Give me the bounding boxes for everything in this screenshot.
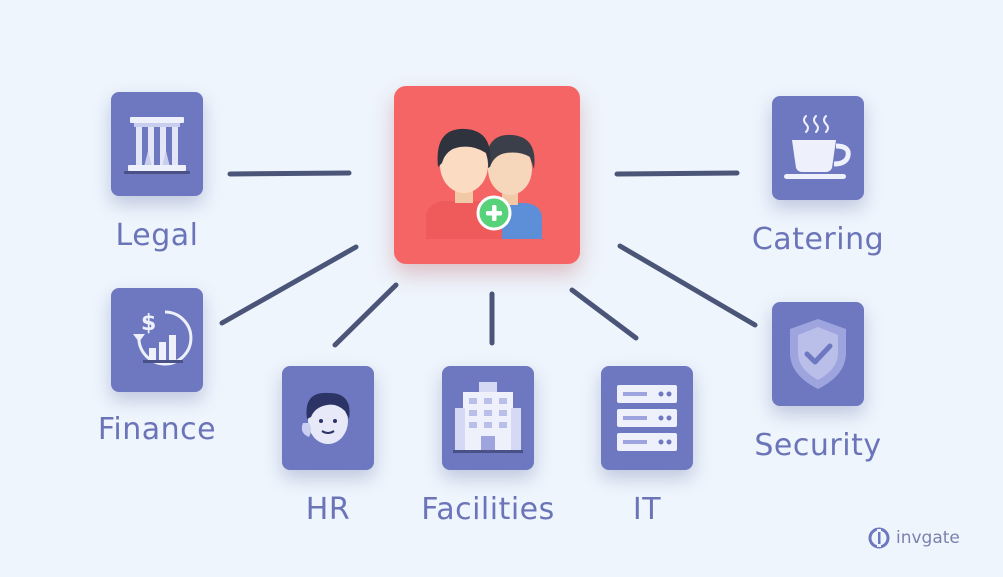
add-users-icon (426, 128, 542, 239)
courthouse-icon (124, 117, 190, 174)
invgate-logo-icon (868, 527, 890, 549)
invgate-logo: invgate (868, 527, 960, 549)
catering-label: Catering (751, 222, 885, 257)
connector-legal (227, 170, 352, 177)
finance-label: Finance (97, 412, 217, 447)
facilities-tile (442, 366, 534, 470)
dollar-growth-icon: $ (133, 310, 193, 366)
it-tile (601, 366, 693, 470)
catering-tile (772, 96, 864, 200)
connector-it (569, 287, 639, 341)
shield-check-icon (790, 319, 846, 389)
security-label: Security (754, 428, 882, 463)
facilities-label: Facilities (421, 492, 555, 527)
svg-text:$: $ (141, 311, 156, 336)
connector-security (617, 243, 758, 328)
it-label: IT (632, 492, 662, 527)
hr-label: HR (305, 492, 351, 527)
server-rack-icon (617, 385, 677, 451)
office-building-icon (453, 382, 523, 453)
brand-name: invgate (896, 528, 960, 548)
legal-tile (111, 92, 203, 196)
coffee-cup-icon (784, 115, 851, 179)
security-tile (772, 302, 864, 406)
hr-tile (282, 366, 374, 470)
finance-tile: $ (111, 288, 203, 392)
connector-catering (614, 170, 740, 177)
legal-label: Legal (115, 218, 199, 253)
center-new-users-tile (394, 86, 580, 264)
connector-hr (332, 282, 399, 348)
connector-finance (219, 244, 359, 326)
person-icon (301, 392, 350, 444)
